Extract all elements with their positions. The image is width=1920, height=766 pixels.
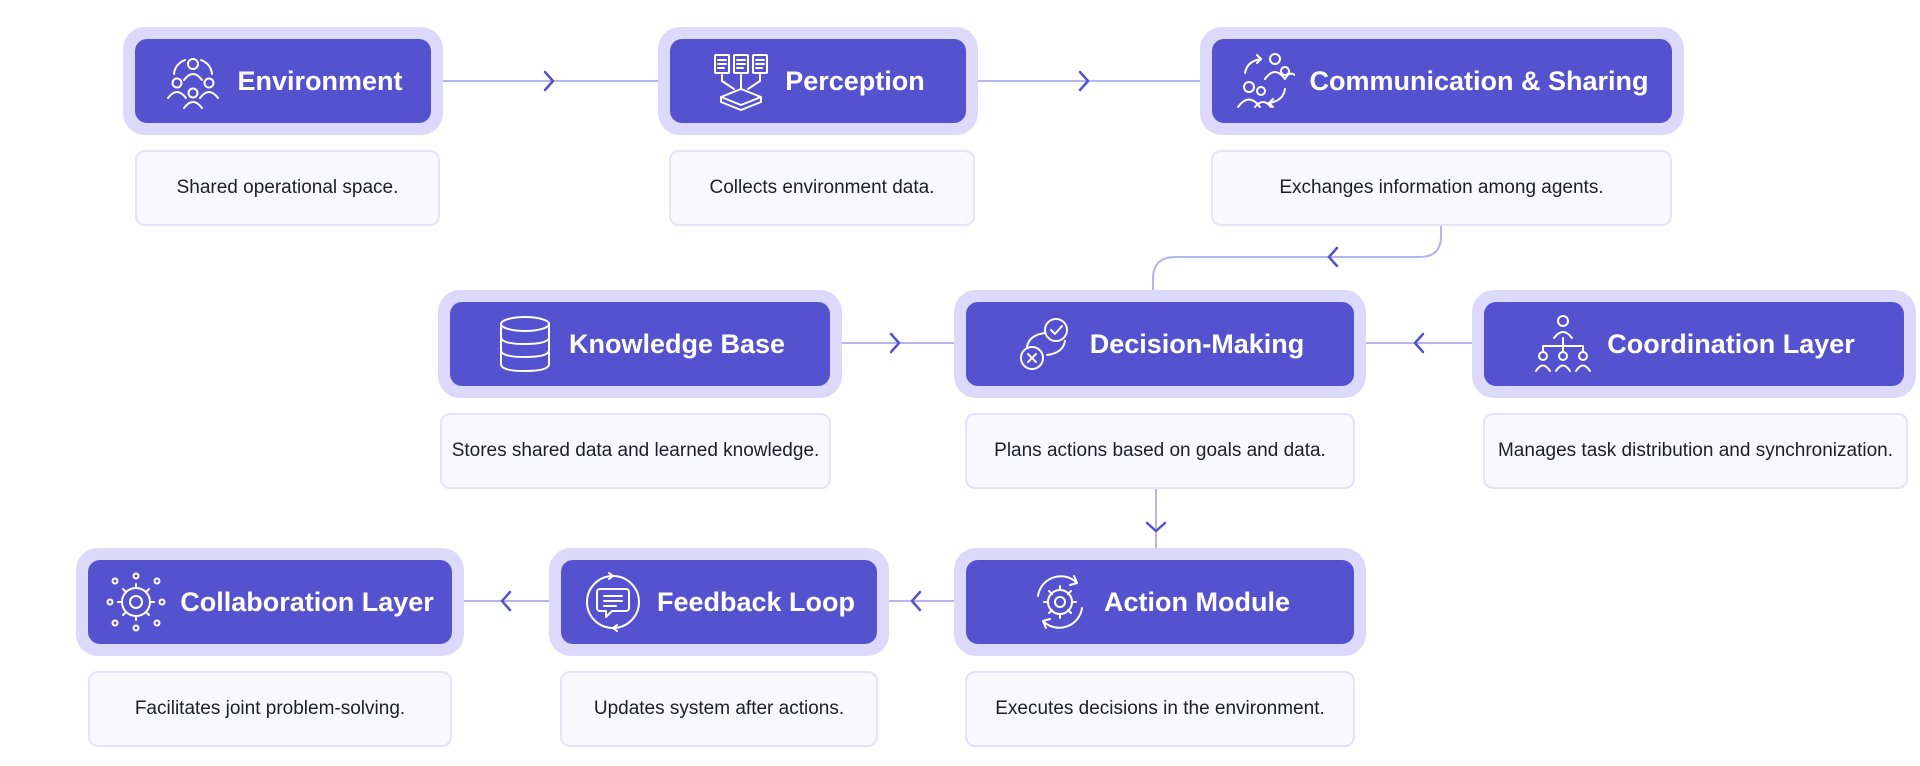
node-feedback-loop: Feedback Loop [549, 548, 889, 656]
node-communication-box: Communication & Sharing [1212, 39, 1672, 123]
node-feedback-loop-box: Feedback Loop [561, 560, 877, 644]
node-coordination: Coordination Layer [1472, 290, 1916, 398]
arrow-left-icon [910, 590, 922, 612]
description-environment: Shared operational space. [135, 150, 440, 226]
gear-network-icon [106, 572, 166, 632]
description-action-module: Executes decisions in the environment. [965, 671, 1355, 747]
node-title: Coordination Layer [1607, 328, 1855, 359]
node-title: Perception [785, 65, 925, 96]
node-environment: Environment [123, 27, 443, 135]
node-title: Decision-Making [1089, 328, 1305, 359]
edge-communication-decision [1152, 226, 1442, 302]
node-knowledge-base-box: Knowledge Base [450, 302, 830, 386]
description-perception: Collects environment data. [669, 150, 975, 226]
node-title: Knowledge Base [568, 328, 786, 359]
node-action-module-box: Action Module [966, 560, 1354, 644]
node-title: Collaboration Layer [180, 586, 434, 617]
node-perception: Perception [658, 27, 978, 135]
node-knowledge-base: Knowledge Base [438, 290, 842, 398]
node-decision-making-box: Decision-Making [966, 302, 1354, 386]
database-icon [495, 314, 555, 374]
description-feedback-loop: Updates system after actions. [560, 671, 878, 747]
node-collaboration: Collaboration Layer [76, 548, 464, 656]
users-exchange-icon [1235, 51, 1296, 111]
arrow-left-icon [1327, 246, 1339, 268]
node-coordination-box: Coordination Layer [1484, 302, 1904, 386]
node-title: Communication & Sharing [1309, 65, 1649, 96]
node-title: Feedback Loop [656, 586, 856, 617]
description-decision-making: Plans actions based on goals and data. [965, 413, 1355, 489]
description-knowledge-base: Stores shared data and learned knowledge… [440, 413, 831, 489]
description-communication: Exchanges information among agents. [1211, 150, 1672, 226]
users-network-icon [163, 51, 223, 111]
arrow-right-icon [1078, 70, 1090, 92]
hierarchy-icon [1533, 314, 1593, 374]
node-title: Environment [237, 65, 403, 96]
chat-cycle-icon [583, 572, 643, 632]
gear-cycle-icon [1030, 572, 1090, 632]
node-communication: Communication & Sharing [1200, 27, 1684, 135]
description-collaboration: Facilitates joint problem-solving. [88, 671, 452, 747]
node-decision-making: Decision-Making [954, 290, 1366, 398]
data-collection-icon [711, 51, 771, 111]
description-coordination: Manages task distribution and synchroniz… [1483, 413, 1908, 489]
arrow-right-icon [889, 332, 901, 354]
node-environment-box: Environment [135, 39, 431, 123]
arrow-left-icon [1413, 332, 1425, 354]
node-title: Action Module [1104, 586, 1290, 617]
node-action-module: Action Module [954, 548, 1366, 656]
arrow-right-icon [543, 70, 555, 92]
arrow-down-icon [1145, 521, 1167, 533]
node-perception-box: Perception [670, 39, 966, 123]
arrow-left-icon [500, 590, 512, 612]
decision-icon [1016, 314, 1076, 374]
node-collaboration-box: Collaboration Layer [88, 560, 452, 644]
